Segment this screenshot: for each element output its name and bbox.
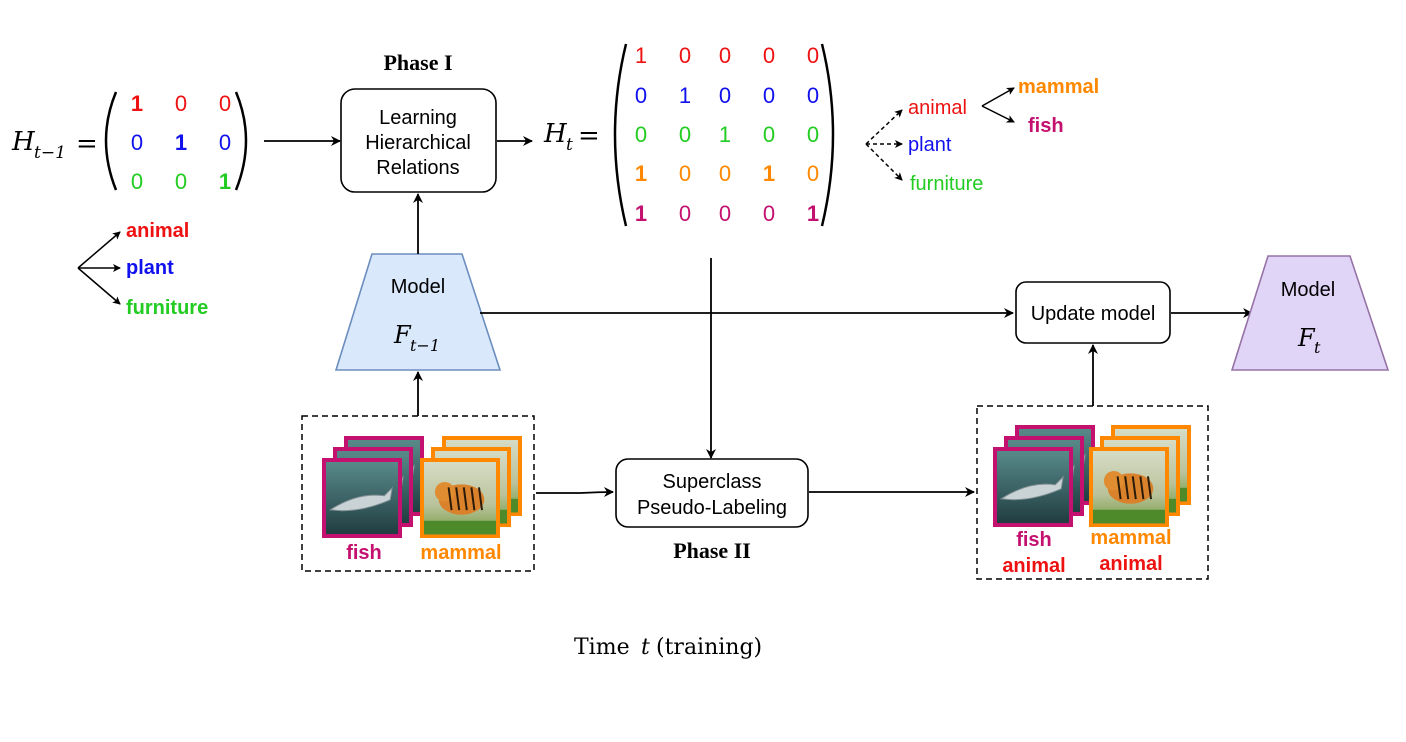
matrix-old: H t−1 = 1 0 0 0 1 0 0 0 1 bbox=[11, 91, 248, 194]
model-old-subscript: t−1 bbox=[410, 336, 440, 355]
model-old-label: Model bbox=[391, 276, 445, 298]
matrix-old-cell: 0 bbox=[219, 130, 231, 155]
input-images-group: fish mammal bbox=[301, 415, 535, 572]
matrix-new-cell: 0 bbox=[763, 43, 775, 68]
matrix-new-cell: 0 bbox=[719, 43, 731, 68]
matrix-new-equals: = bbox=[578, 121, 600, 151]
input-tiger-stack bbox=[420, 436, 522, 538]
matrix-new-cell: 1 bbox=[679, 83, 691, 108]
learning-box: Learning Hierarchical Relations bbox=[340, 88, 497, 193]
matrix-old-symbol: H bbox=[11, 127, 36, 157]
tree-new-child-mammal: mammal bbox=[1018, 76, 1099, 98]
model-new-label: Model bbox=[1281, 279, 1335, 301]
arrow-images-to-pseudo bbox=[536, 487, 614, 498]
matrix-new-cell: 1 bbox=[635, 201, 647, 226]
matrix-new: H t = 1 0 0 0 0 0 1 0 0 0 0 0 1 0 0 1 0 0 1 0 1 0 0 0 1 bbox=[543, 43, 835, 227]
matrix-new-cell: 0 bbox=[635, 122, 647, 147]
tree-new-item-furniture: furniture bbox=[910, 173, 983, 195]
tree-old-item-plant: plant bbox=[126, 257, 174, 279]
matrix-new-cell: 1 bbox=[635, 161, 647, 186]
matrix-new-symbol: H bbox=[543, 119, 568, 149]
matrix-new-cell: 1 bbox=[763, 161, 775, 186]
pseudo-box-line2: Pseudo-Labeling bbox=[637, 497, 787, 519]
matrix-old-cell: 0 bbox=[131, 130, 143, 155]
caption-var: t bbox=[641, 635, 650, 660]
matrix-new-cell: 1 bbox=[719, 122, 731, 147]
tree-new-child-fish: fish bbox=[1028, 115, 1064, 137]
matrix-old-cell: 1 bbox=[131, 91, 143, 116]
matrix-new-cell: 0 bbox=[719, 83, 731, 108]
output-mammal-super: animal bbox=[1099, 553, 1162, 575]
matrix-new-cell: 0 bbox=[679, 201, 691, 226]
matrix-new-cell: 1 bbox=[635, 43, 647, 68]
phase-2-title: Phase II bbox=[673, 538, 751, 563]
tree-new-item-plant: plant bbox=[908, 134, 952, 156]
matrix-old-cell: 0 bbox=[175, 91, 187, 116]
matrix-old-equals: = bbox=[76, 129, 98, 159]
matrix-new-cell: 0 bbox=[807, 161, 819, 186]
model-old: Model F t−1 bbox=[334, 253, 502, 371]
update-model-box: Update model bbox=[1015, 281, 1171, 344]
input-fish-stack bbox=[322, 436, 424, 538]
matrix-new-subscript: t bbox=[566, 135, 573, 155]
learning-box-line1: Learning bbox=[379, 107, 457, 129]
learning-box-line3: Relations bbox=[376, 157, 459, 179]
matrix-new-cell: 0 bbox=[807, 43, 819, 68]
update-model-label: Update model bbox=[1031, 303, 1156, 325]
matrix-old-left-paren bbox=[104, 91, 118, 191]
matrix-old-cell: 1 bbox=[175, 130, 187, 155]
output-images-group: fish animal mammal animal bbox=[976, 405, 1209, 580]
learning-box-line2: Hierarchical bbox=[365, 132, 471, 154]
matrix-new-cell: 1 bbox=[807, 201, 819, 226]
model-new-symbol: F bbox=[1297, 324, 1316, 352]
tree-old-item-furniture: furniture bbox=[126, 297, 208, 319]
matrix-new-cell: 0 bbox=[679, 43, 691, 68]
tree-old: animal plant furniture bbox=[77, 220, 208, 319]
caption: Time t (training) bbox=[574, 635, 762, 660]
matrix-new-cell: 0 bbox=[679, 122, 691, 147]
matrix-old-cell: 0 bbox=[219, 91, 231, 116]
pseudo-labeling-box: Superclass Pseudo-Labeling bbox=[615, 458, 809, 528]
matrix-new-cell: 0 bbox=[807, 83, 819, 108]
matrix-new-cell: 0 bbox=[719, 201, 731, 226]
matrix-new-cell: 0 bbox=[763, 83, 775, 108]
model-new: Model F t bbox=[1230, 255, 1390, 371]
model-new-subscript: t bbox=[1314, 338, 1321, 357]
matrix-old-right-paren bbox=[234, 91, 248, 191]
caption-suffix: (training) bbox=[656, 635, 762, 660]
output-mammal-label: mammal bbox=[1090, 527, 1171, 549]
matrix-new-cell: 0 bbox=[763, 122, 775, 147]
model-old-symbol: F bbox=[393, 321, 412, 349]
output-fish-stack bbox=[993, 425, 1095, 527]
matrix-new-cell: 0 bbox=[719, 161, 731, 186]
matrix-new-cell: 0 bbox=[807, 122, 819, 147]
output-fish-label: fish bbox=[1016, 529, 1052, 551]
matrix-new-left-paren bbox=[613, 43, 628, 227]
matrix-new-cell: 0 bbox=[679, 161, 691, 186]
tree-new: animal plant furniture mammal fish bbox=[865, 76, 1099, 195]
matrix-new-cell: 0 bbox=[763, 201, 775, 226]
matrix-old-subscript: t−1 bbox=[34, 143, 66, 163]
matrix-new-cell: 0 bbox=[635, 83, 647, 108]
input-mammal-label: mammal bbox=[420, 542, 501, 564]
matrix-old-cell: 1 bbox=[219, 169, 231, 194]
output-fish-super: animal bbox=[1002, 555, 1065, 577]
pseudo-box-line1: Superclass bbox=[663, 471, 762, 493]
output-tiger-stack bbox=[1089, 425, 1191, 527]
phase-1-title: Phase I bbox=[383, 50, 452, 75]
tree-old-item-animal: animal bbox=[126, 220, 189, 242]
matrix-old-cell: 0 bbox=[175, 169, 187, 194]
matrix-old-cell: 0 bbox=[131, 169, 143, 194]
caption-prefix: Time bbox=[574, 635, 630, 660]
matrix-new-right-paren bbox=[820, 43, 835, 227]
input-fish-label: fish bbox=[346, 542, 382, 564]
tree-new-item-animal: animal bbox=[908, 97, 967, 119]
